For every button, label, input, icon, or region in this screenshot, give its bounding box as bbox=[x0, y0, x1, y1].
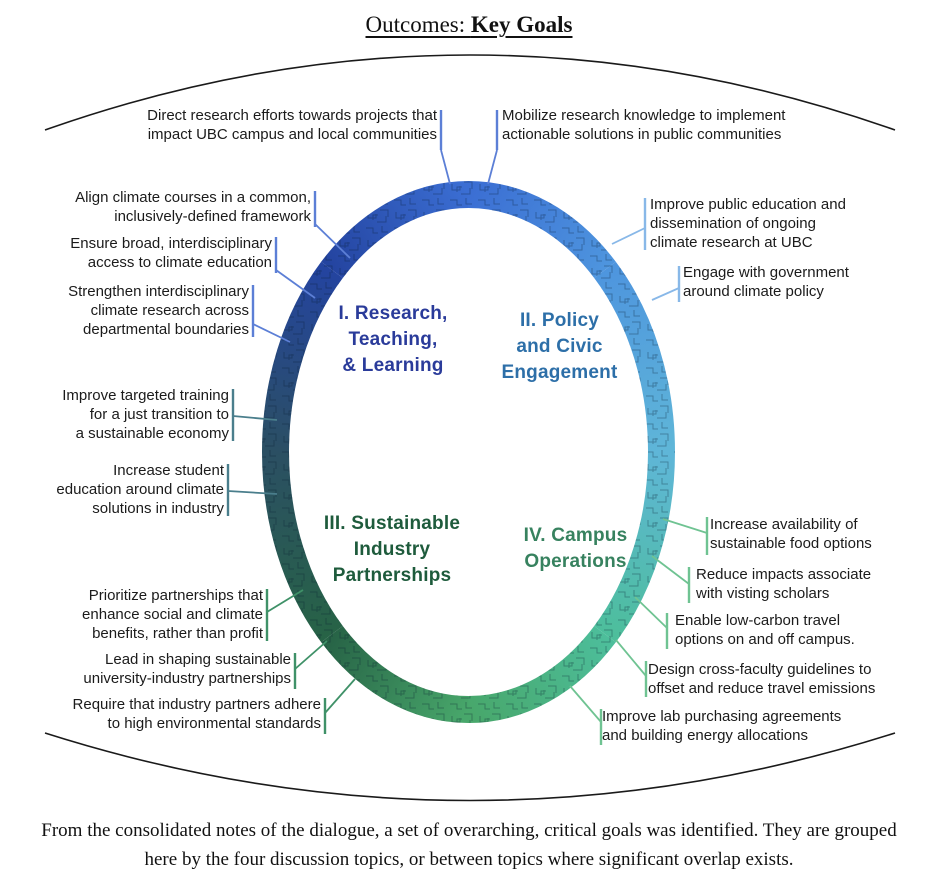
goal-mobilize-research-knowledge: Mobilize research knowledge to implement… bbox=[502, 107, 786, 143]
goal-improve-lab-purchasing: Improve lab purchasing agreements and bu… bbox=[602, 708, 842, 744]
section-label-sustainable-industry-partnerships: III. Sustainable Industry Partnerships bbox=[323, 513, 461, 586]
leader-lines-blue bbox=[251, 110, 499, 343]
goal-require-environmental-standards: Require that industry partners adhere to… bbox=[72, 696, 321, 732]
goal-ring bbox=[262, 181, 675, 723]
goal-strengthen-interdisciplinary-research: Strengthen interdisciplinary climate res… bbox=[68, 283, 249, 338]
goal-direct-research-efforts: Direct research efforts towards projects… bbox=[147, 107, 437, 143]
leader-lines-green bbox=[265, 589, 356, 734]
title-emphasis: Key Goals bbox=[470, 12, 573, 37]
section-label-policy-civic-engagement: II. Policy and Civic Engagement bbox=[501, 310, 618, 383]
goal-improve-public-education: Improve public education and disseminati… bbox=[650, 196, 846, 251]
figure-caption: From the consolidated notes of the dialo… bbox=[41, 820, 897, 870]
section-label-research-teaching-learning: I. Research, Teaching, & Learning bbox=[338, 303, 448, 376]
ring-texture bbox=[262, 181, 675, 723]
goal-sustainable-food-options: Increase availability of sustainable foo… bbox=[710, 516, 872, 552]
goal-improve-targeted-training: Improve targeted training for a just tra… bbox=[62, 387, 229, 442]
goal-align-climate-courses: Align climate courses in a common, inclu… bbox=[75, 189, 311, 225]
section-label-campus-operations: IV. Campus Operations bbox=[523, 525, 628, 572]
page-title: Outcomes: Key Goals bbox=[0, 12, 938, 38]
goal-prioritize-partnerships: Prioritize partnerships that enhance soc… bbox=[82, 587, 263, 642]
goal-engage-government: Engage with government around climate po… bbox=[683, 264, 849, 300]
leader-lines-light-blue bbox=[611, 198, 681, 302]
goal-design-travel-guidelines: Design cross-faculty guidelines to offse… bbox=[648, 661, 876, 697]
title-prefix: Outcomes: bbox=[365, 12, 471, 37]
leader-lines-light-green bbox=[569, 517, 709, 745]
goal-increase-student-education: Increase student education around climat… bbox=[56, 462, 224, 517]
leader-lines-slate-teal bbox=[226, 389, 278, 516]
goal-reduce-visiting-scholar-impacts: Reduce impacts associate with visting sc… bbox=[696, 566, 872, 602]
goal-ensure-broad-access: Ensure broad, interdisciplinary access t… bbox=[70, 235, 272, 271]
top-arc bbox=[44, 54, 896, 131]
goal-enable-low-carbon-travel: Enable low-carbon travel options on and … bbox=[675, 612, 855, 648]
goal-lead-sustainable-partnerships: Lead in shaping sustainable university-i… bbox=[83, 651, 291, 687]
bottom-arc bbox=[44, 732, 896, 802]
